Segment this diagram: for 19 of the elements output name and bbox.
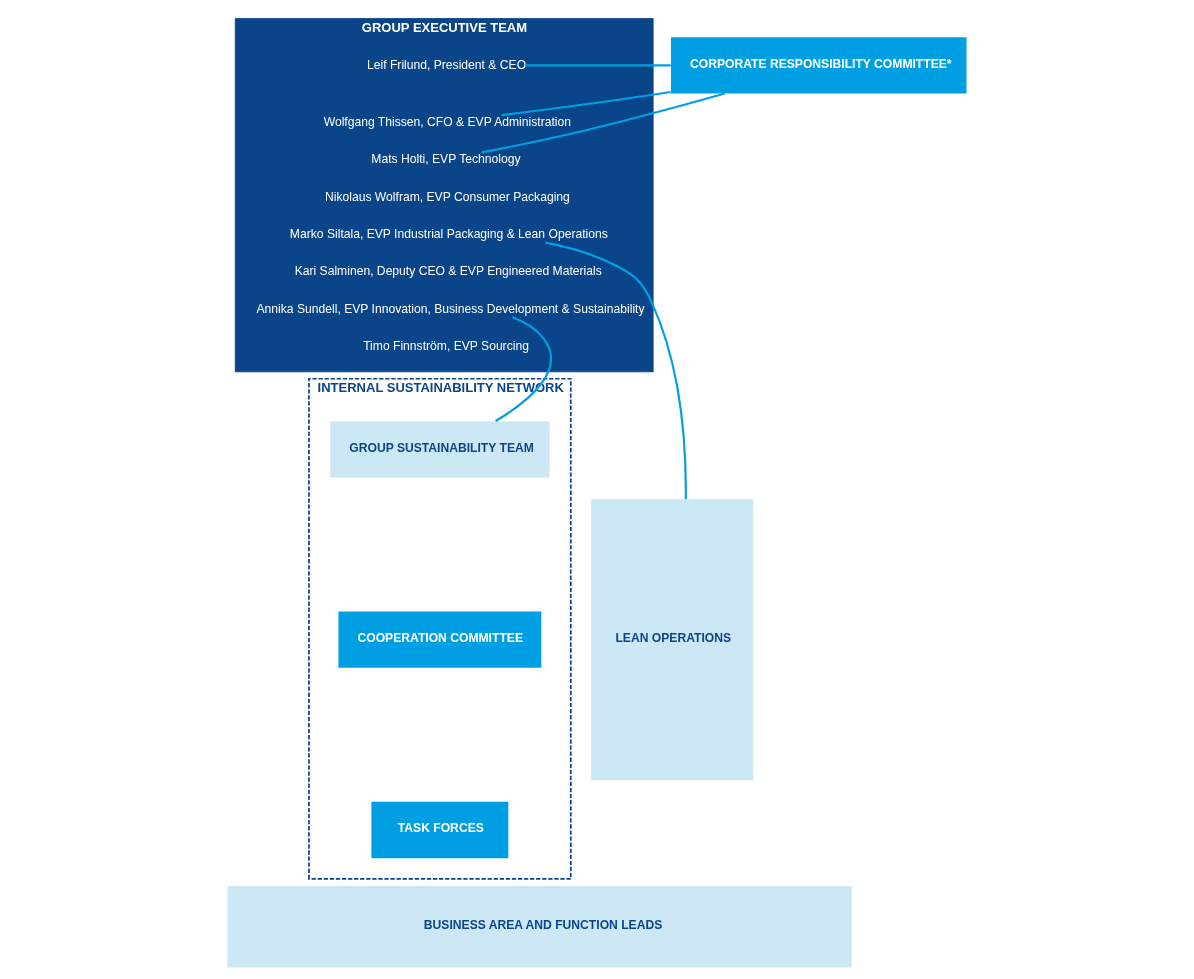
- connector: [501, 90, 671, 117]
- node-text: Timo Finnström, EVP Sourcing: [363, 338, 529, 353]
- connector: [481, 92, 726, 154]
- node-text: Nikolaus Wolfram, EVP Consumer Packaging: [325, 189, 570, 204]
- node-text: Annika Sundell, EVP Innovation, Business Development & Sustainability: [256, 301, 645, 316]
- node-box: LEAN OPERATIONS: [591, 499, 754, 781]
- node-text: Leif Frilund, President & CEO: [367, 57, 527, 72]
- node-text: Wolfgang Thissen, CFO & EVP Administration: [323, 115, 572, 130]
- node-text: Kari Salminen, Deputy CEO & EVP Engineered Materials: [294, 264, 602, 279]
- node-text: Marko Siltala, EVP Industrial Packaging & Lean Operations: [289, 227, 608, 242]
- node-text: Mats Holti, EVP Technology: [371, 152, 521, 167]
- connector: [495, 316, 552, 422]
- node-box: CORPORATE RESPONSIBILITY COMMITTEE*: [670, 37, 967, 94]
- connector: [525, 64, 671, 67]
- node-box: COOPERATION COMMITTEE: [338, 611, 542, 668]
- node-box: BUSINESS AREA AND FUNCTION LEADS: [227, 885, 852, 968]
- connector: [545, 241, 687, 500]
- node-box: GROUP SUSTAINABILITY TEAM: [330, 421, 550, 478]
- node-box: TASK FORCES: [371, 801, 509, 859]
